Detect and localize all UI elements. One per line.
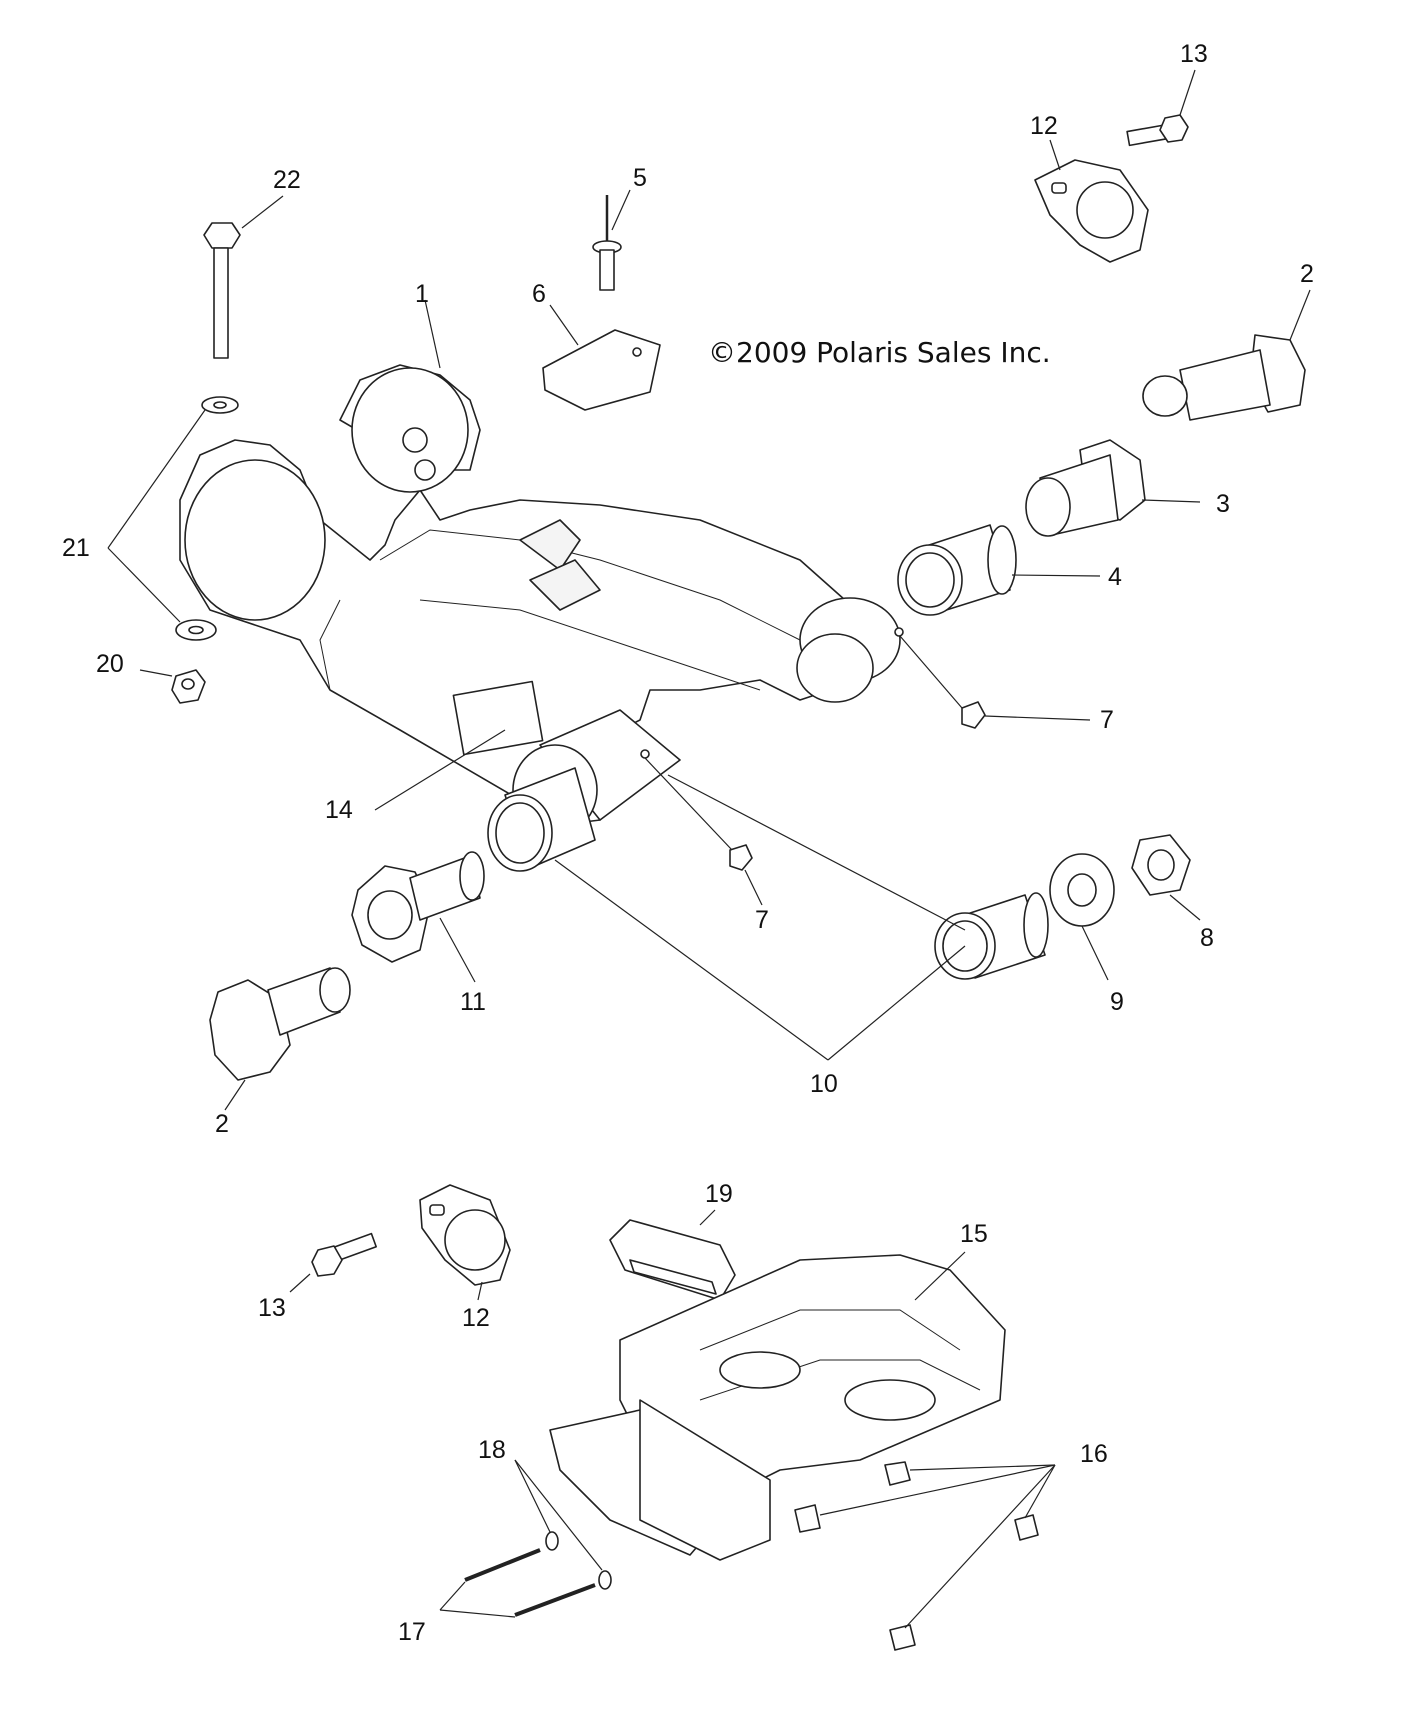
part-2-pivot-lower xyxy=(209,967,351,1111)
part-12-lockplate-lower xyxy=(419,1184,511,1301)
callout-18: 18 xyxy=(478,1436,506,1464)
callout-17: 17 xyxy=(398,1618,426,1646)
part-16-bolts xyxy=(794,1461,1056,1651)
part-20-nut xyxy=(139,669,206,704)
part-2-pivot-upper xyxy=(1142,289,1311,421)
copyright-text: ©2009 Polaris Sales Inc. xyxy=(708,336,1051,369)
callout-20: 20 xyxy=(96,650,124,678)
part-11-adapter xyxy=(351,851,485,983)
callout-3: 3 xyxy=(1216,490,1230,518)
part-9-washer xyxy=(1049,853,1115,981)
part-cross-tube-upper xyxy=(796,597,904,703)
callout-22: 22 xyxy=(273,166,301,194)
callout-14: 14 xyxy=(325,796,353,824)
part-18-washers xyxy=(514,1459,612,1590)
part-3-adapter xyxy=(1025,439,1201,537)
callout-11: 11 xyxy=(460,988,486,1016)
part-10-bushing-right xyxy=(934,892,1049,980)
part-10-bushing-left xyxy=(487,767,596,872)
callout-8: 8 xyxy=(1200,924,1214,952)
part-4-bushing xyxy=(897,524,1101,616)
callout-16: 16 xyxy=(1080,1440,1108,1468)
callout-7-lower: 7 xyxy=(755,906,769,934)
callout-9: 9 xyxy=(1110,988,1124,1016)
part-22-bolt xyxy=(203,195,284,359)
callout-13-lower: 13 xyxy=(258,1294,286,1322)
callout-4: 4 xyxy=(1108,563,1122,591)
callout-10: 10 xyxy=(810,1070,838,1098)
callout-5: 5 xyxy=(633,164,647,192)
part-13-bolt-lower xyxy=(289,1232,377,1293)
part-12-lockplate-upper xyxy=(1034,139,1149,263)
part-7-zerk-lower xyxy=(644,757,763,906)
part-13-bolt-upper xyxy=(1126,69,1196,147)
callout-2-lower: 2 xyxy=(215,1110,229,1138)
callout-7-right: 7 xyxy=(1100,706,1114,734)
callout-12-lower: 12 xyxy=(462,1304,490,1332)
part-7-zerk-right xyxy=(899,635,1091,729)
part-15-skidplate xyxy=(549,1251,1006,1561)
callout-19: 19 xyxy=(705,1180,733,1208)
part-19-bumper xyxy=(609,1209,736,1301)
part-21-washers xyxy=(107,396,239,641)
callout-15: 15 xyxy=(960,1220,988,1248)
callout-13-upper: 13 xyxy=(1180,40,1208,68)
callout-2-upper: 2 xyxy=(1300,260,1314,288)
part-8-nut xyxy=(1131,834,1201,921)
callout-12-upper: 12 xyxy=(1030,112,1058,140)
callout-6: 6 xyxy=(532,280,546,308)
part-6-plate xyxy=(542,304,661,411)
callout-1: 1 xyxy=(415,280,429,308)
part-1-swingarm xyxy=(179,364,851,826)
part-17-bolts xyxy=(439,1548,596,1618)
part-5-rivet xyxy=(592,189,631,291)
callout-21: 21 xyxy=(62,534,90,562)
